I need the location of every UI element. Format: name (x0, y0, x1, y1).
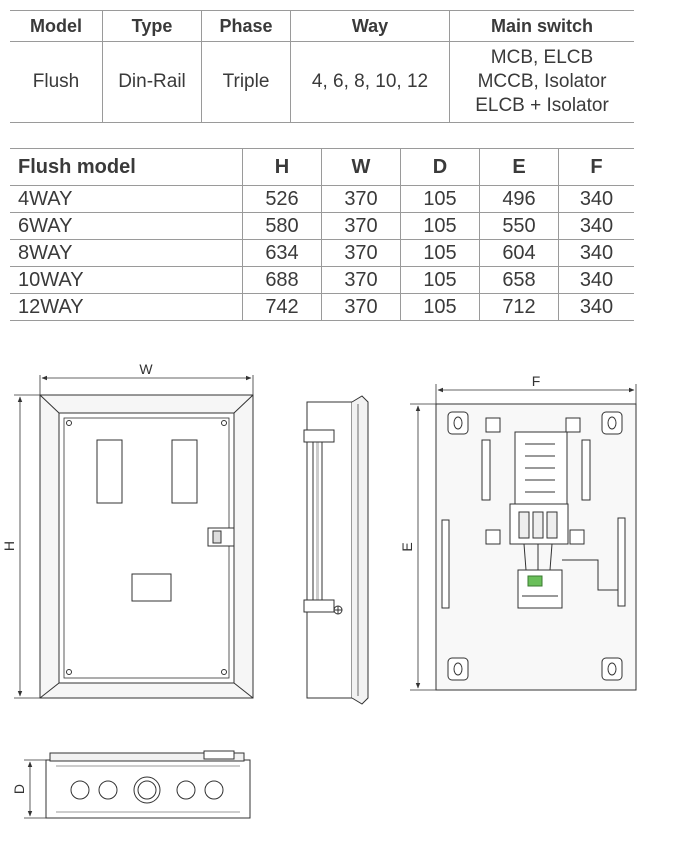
cell-d: 105 (400, 293, 480, 321)
cell-f: 340 (558, 266, 634, 294)
table-row: 8WAY 634 370 105 604 340 (10, 239, 634, 267)
spec-header-model: Model (10, 10, 103, 42)
cell-d: 105 (400, 212, 480, 240)
cell-f: 340 (558, 185, 634, 213)
cell-model: 8WAY (10, 239, 243, 267)
main-switch-option: MCCB, Isolator (477, 71, 607, 92)
depth-view (24, 750, 251, 819)
cell-model: 4WAY (10, 185, 243, 213)
cell-w: 370 (321, 293, 401, 321)
dimension-header-f: F (558, 148, 634, 186)
spec-model-value: Flush (10, 41, 103, 123)
main-switch-option: MCB, ELCB (490, 47, 594, 68)
cell-w: 370 (321, 239, 401, 267)
table-row: 10WAY 688 370 105 658 340 (10, 266, 634, 294)
dimension-header-w: W (321, 148, 401, 186)
cell-e: 712 (479, 293, 559, 321)
cell-d: 105 (400, 185, 480, 213)
table-row: 12WAY 742 370 105 712 340 (10, 293, 634, 321)
cell-d: 105 (400, 266, 480, 294)
side-view (303, 395, 369, 705)
cell-h: 688 (242, 266, 322, 294)
dimension-header-e: E (479, 148, 559, 186)
cell-h: 634 (242, 239, 322, 267)
dimension-header-model: Flush model (10, 148, 243, 186)
front-view (14, 375, 254, 699)
cell-f: 340 (558, 212, 634, 240)
cell-e: 658 (479, 266, 559, 294)
dimension-table: Flush model H W D E F 4WAY 526 370 105 4… (10, 148, 634, 321)
depth-label: D (11, 784, 27, 794)
cell-w: 370 (321, 185, 401, 213)
spec-header-way: Way (290, 10, 450, 42)
cell-w: 370 (321, 266, 401, 294)
cell-e: 550 (479, 212, 559, 240)
spec-phase-value: Triple (201, 41, 291, 123)
spec-way-value: 4, 6, 8, 10, 12 (290, 41, 450, 123)
spec-header-main-switch: Main switch (449, 10, 634, 42)
cell-model: 12WAY (10, 293, 243, 321)
table-row: 4WAY 526 370 105 496 340 (10, 185, 634, 213)
height-label: H (1, 541, 17, 551)
spec-header-phase: Phase (201, 10, 291, 42)
cell-model: 6WAY (10, 212, 243, 240)
cell-h: 580 (242, 212, 322, 240)
main-switch-option: ELCB + Isolator (475, 95, 609, 116)
width-label: W (139, 361, 153, 377)
table-row: 6WAY 580 370 105 550 340 (10, 212, 634, 240)
cell-e: 604 (479, 239, 559, 267)
cell-f: 340 (558, 293, 634, 321)
cell-e: 496 (479, 185, 559, 213)
dimension-header-row: Flush model H W D E F (10, 148, 634, 186)
cell-h: 742 (242, 293, 322, 321)
cell-model: 10WAY (10, 266, 243, 294)
spec-header-type: Type (102, 10, 202, 42)
spec-type-value: Din-Rail (102, 41, 202, 123)
cell-f: 340 (558, 239, 634, 267)
cell-h: 526 (242, 185, 322, 213)
spec-row: Flush Din-Rail Triple 4, 6, 8, 10, 12 MC… (10, 41, 634, 123)
inner-view (410, 384, 637, 691)
spec-header-row: Model Type Phase Way Main switch (10, 10, 634, 42)
spec-table: Model Type Phase Way Main switch Flush D… (10, 10, 634, 123)
dimension-header-h: H (242, 148, 322, 186)
cell-d: 105 (400, 239, 480, 267)
inner-width-label: F (532, 373, 541, 389)
inner-height-label: E (399, 542, 415, 551)
dimension-header-d: D (400, 148, 480, 186)
cell-w: 370 (321, 212, 401, 240)
spec-main-switch-value: MCB, ELCB MCCB, Isolator ELCB + Isolator (449, 41, 634, 123)
